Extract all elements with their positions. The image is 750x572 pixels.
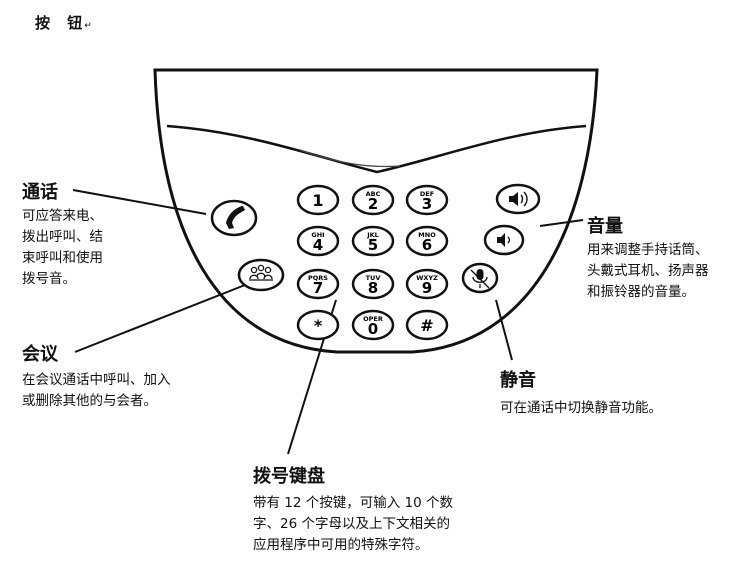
phone-display-edge-inner [299,149,401,168]
speaker-loud-icon [509,191,528,207]
keypad-key[interactable]: # [405,309,449,341]
section-header: 按 钮↵ [35,12,92,33]
keypad-key-digit: 9 [422,279,432,297]
keypad-key-digit: 6 [422,236,432,254]
conference-title: 会议 [22,344,58,365]
mute-button[interactable] [461,262,499,294]
keypad-description: 带有 12 个按键，可输入 10 个数 字、26 个字母以及上下文相关的 应用程… [253,493,453,556]
call-desc-line: 拨出呼叫、结 [22,229,103,245]
volume-down-button[interactable] [483,224,525,256]
volume-title: 音量 [587,216,623,237]
speaker-soft-icon [497,233,511,247]
keypad-key-digit: 0 [368,320,378,338]
keypad-key[interactable]: 1 [296,184,340,216]
return-mark: ↵ [84,21,92,31]
phone-display-edge [166,124,587,174]
keypad-key-letters: ABC [366,190,381,198]
conference-description: 在会议通话中呼叫、加入 或删除其他的与会者。 [22,370,171,412]
section-title: 按 钮 [35,14,89,32]
volume-desc-line: 用来调整手持话筒、 [587,242,709,258]
volume-desc-line: 和振铃器的音量。 [587,284,695,300]
mute-description: 可在通话中切换静音功能。 [500,398,662,419]
keypad-desc-line: 字、26 个字母以及上下文相关的 [253,516,450,532]
keypad-key-letters: PQRS [308,274,328,282]
keypad-desc-line: 带有 12 个按键，可输入 10 个数 [253,495,454,511]
call-desc-line: 束呼叫和使用 [22,250,103,266]
people-group-icon [249,264,273,281]
keypad-desc-line: 应用程序中可用的特殊字符。 [253,537,429,553]
volume-description: 用来调整手持话筒、 头戴式耳机、扬声器 和振铃器的音量。 [587,240,709,303]
keypad-key-digit: 2 [368,195,378,213]
keypad-title: 拨号键盘 [253,466,325,487]
mute-desc-line: 可在通话中切换静音功能。 [500,400,662,416]
volume-up-button[interactable] [495,183,541,215]
call-title: 通话 [22,182,58,203]
keypad-key-digit: 5 [368,236,378,254]
keypad-key-digit: * [314,316,323,335]
phone-handset-icon [226,206,245,229]
call-desc-line: 拨号音。 [22,271,76,287]
mute-title: 静音 [500,370,536,391]
conference-desc-line: 或删除其他的与会者。 [22,393,157,409]
keypad-key-letters: JKL [366,231,379,239]
call-desc-line: 可应答来电、 [22,208,103,224]
keypad-key-digit: 1 [312,191,323,210]
volume-leader-line [539,219,584,227]
keypad-key-letters: WXYZ [416,274,438,282]
keypad-key-letters: GHI [311,231,324,239]
conference-leader-line [74,284,246,353]
conference-button[interactable] [237,258,285,292]
keypad-key-letters: TUV [366,274,381,282]
keypad-key-digit: # [420,316,433,335]
microphone-muted-icon [470,269,490,289]
call-leader-line [72,189,207,215]
keypad-key-letters: MNO [418,231,436,239]
call-button[interactable] [210,199,258,237]
mute-leader-line [495,299,513,361]
call-description: 可应答来电、 拨出呼叫、结 束呼叫和使用 拨号音。 [22,206,103,290]
keypad-key-letters: OPER [363,315,383,323]
keypad-key-digit: 8 [368,279,378,297]
keypad-key-letters: DEF [420,190,434,198]
keypad-key-digit: 3 [422,195,432,213]
keypad-key[interactable]: * [296,309,340,341]
volume-desc-line: 头戴式耳机、扬声器 [587,263,709,279]
keypad-key-digit: 4 [313,236,323,254]
conference-desc-line: 在会议通话中呼叫、加入 [22,372,171,388]
keypad-key-digit: 7 [313,279,323,297]
